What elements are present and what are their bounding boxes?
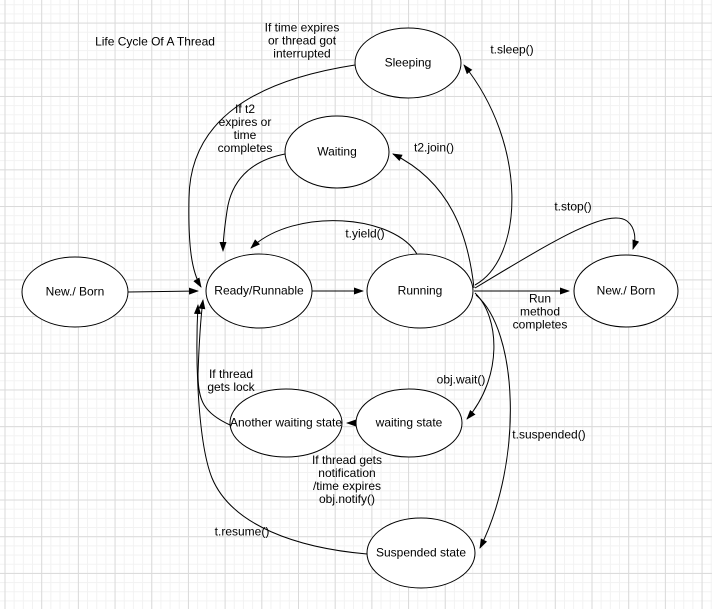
edge-anotherwaiting-to-ready-lock[interactable] — [197, 299, 231, 426]
node-ellipse-ready-runnable[interactable] — [205, 253, 313, 329]
edge-waiting-to-ready-t2expires[interactable] — [219, 153, 286, 252]
edge-running-to-suspended-tsuspended[interactable] — [475, 294, 511, 549]
edge-label-run-method-completes: Run method completes — [512, 291, 568, 332]
edge-running-to-ready-tyield[interactable] — [250, 220, 419, 257]
node-label-ready-runnable: Ready/Runnable — [214, 283, 304, 298]
node-label-new-born-left: New./ Born — [45, 284, 105, 299]
edge-suspended-to-ready-tresume[interactable] — [194, 304, 368, 555]
edge-label-t-suspended: t.suspended() — [512, 427, 586, 442]
edge-label-obj-wait: obj.wait() — [436, 372, 486, 387]
node-label-suspended-state: Suspended state — [375, 545, 467, 560]
node-ellipse-waiting-state[interactable] — [355, 388, 463, 458]
edge-running-to-waitingstate-objwait[interactable] — [466, 292, 495, 420]
edge-running-to-sleeping-tsleep[interactable] — [463, 64, 513, 286]
node-label-another-waiting-state: Another waiting state — [229, 415, 343, 430]
diagram-title: Life Cycle Of A Thread — [95, 34, 215, 49]
node-ellipse-another-waiting-state[interactable] — [229, 388, 343, 458]
edge-running-to-waiting-t2join[interactable] — [392, 153, 475, 289]
node-ellipse-suspended-state[interactable] — [366, 517, 476, 589]
edge-label-t-resume: t.resume() — [214, 524, 270, 539]
edge-sleeping-to-ready-expires[interactable] — [188, 64, 356, 288]
edge-label-thread-gets-lock: If thread gets lock — [207, 367, 255, 394]
node-label-waiting-state: waiting state — [375, 415, 443, 430]
edge-label-t-stop: t.stop() — [554, 199, 592, 214]
node-ellipse-running[interactable] — [366, 253, 474, 329]
edge-label-t2-expires: If t2 expires or time completes — [217, 102, 273, 155]
edge-label-time-expires: If time expires or thread got interrupte… — [264, 20, 340, 61]
edge-label-t2-join: t2.join() — [413, 140, 455, 155]
node-label-new-born-right: New./ Born — [596, 283, 656, 298]
node-label-waiting: Waiting — [317, 144, 357, 159]
node-label-sleeping: Sleeping — [384, 55, 432, 70]
node-label-running: Running — [397, 283, 443, 298]
node-ellipse-waiting[interactable] — [284, 115, 390, 189]
edge-label-t-yield: t.yield() — [345, 226, 385, 241]
node-ellipse-sleeping[interactable] — [354, 27, 462, 99]
edge-label-notification: If thread gets notification /time expire… — [311, 453, 383, 506]
node-ellipse-new-born-left[interactable] — [21, 256, 129, 328]
node-ellipse-new-born-right[interactable] — [573, 254, 679, 328]
edge-born-to-ready[interactable] — [127, 287, 199, 295]
edge-running-to-newborn-tstop[interactable] — [474, 217, 640, 289]
edge-label-t-sleep: t.sleep() — [490, 42, 534, 57]
